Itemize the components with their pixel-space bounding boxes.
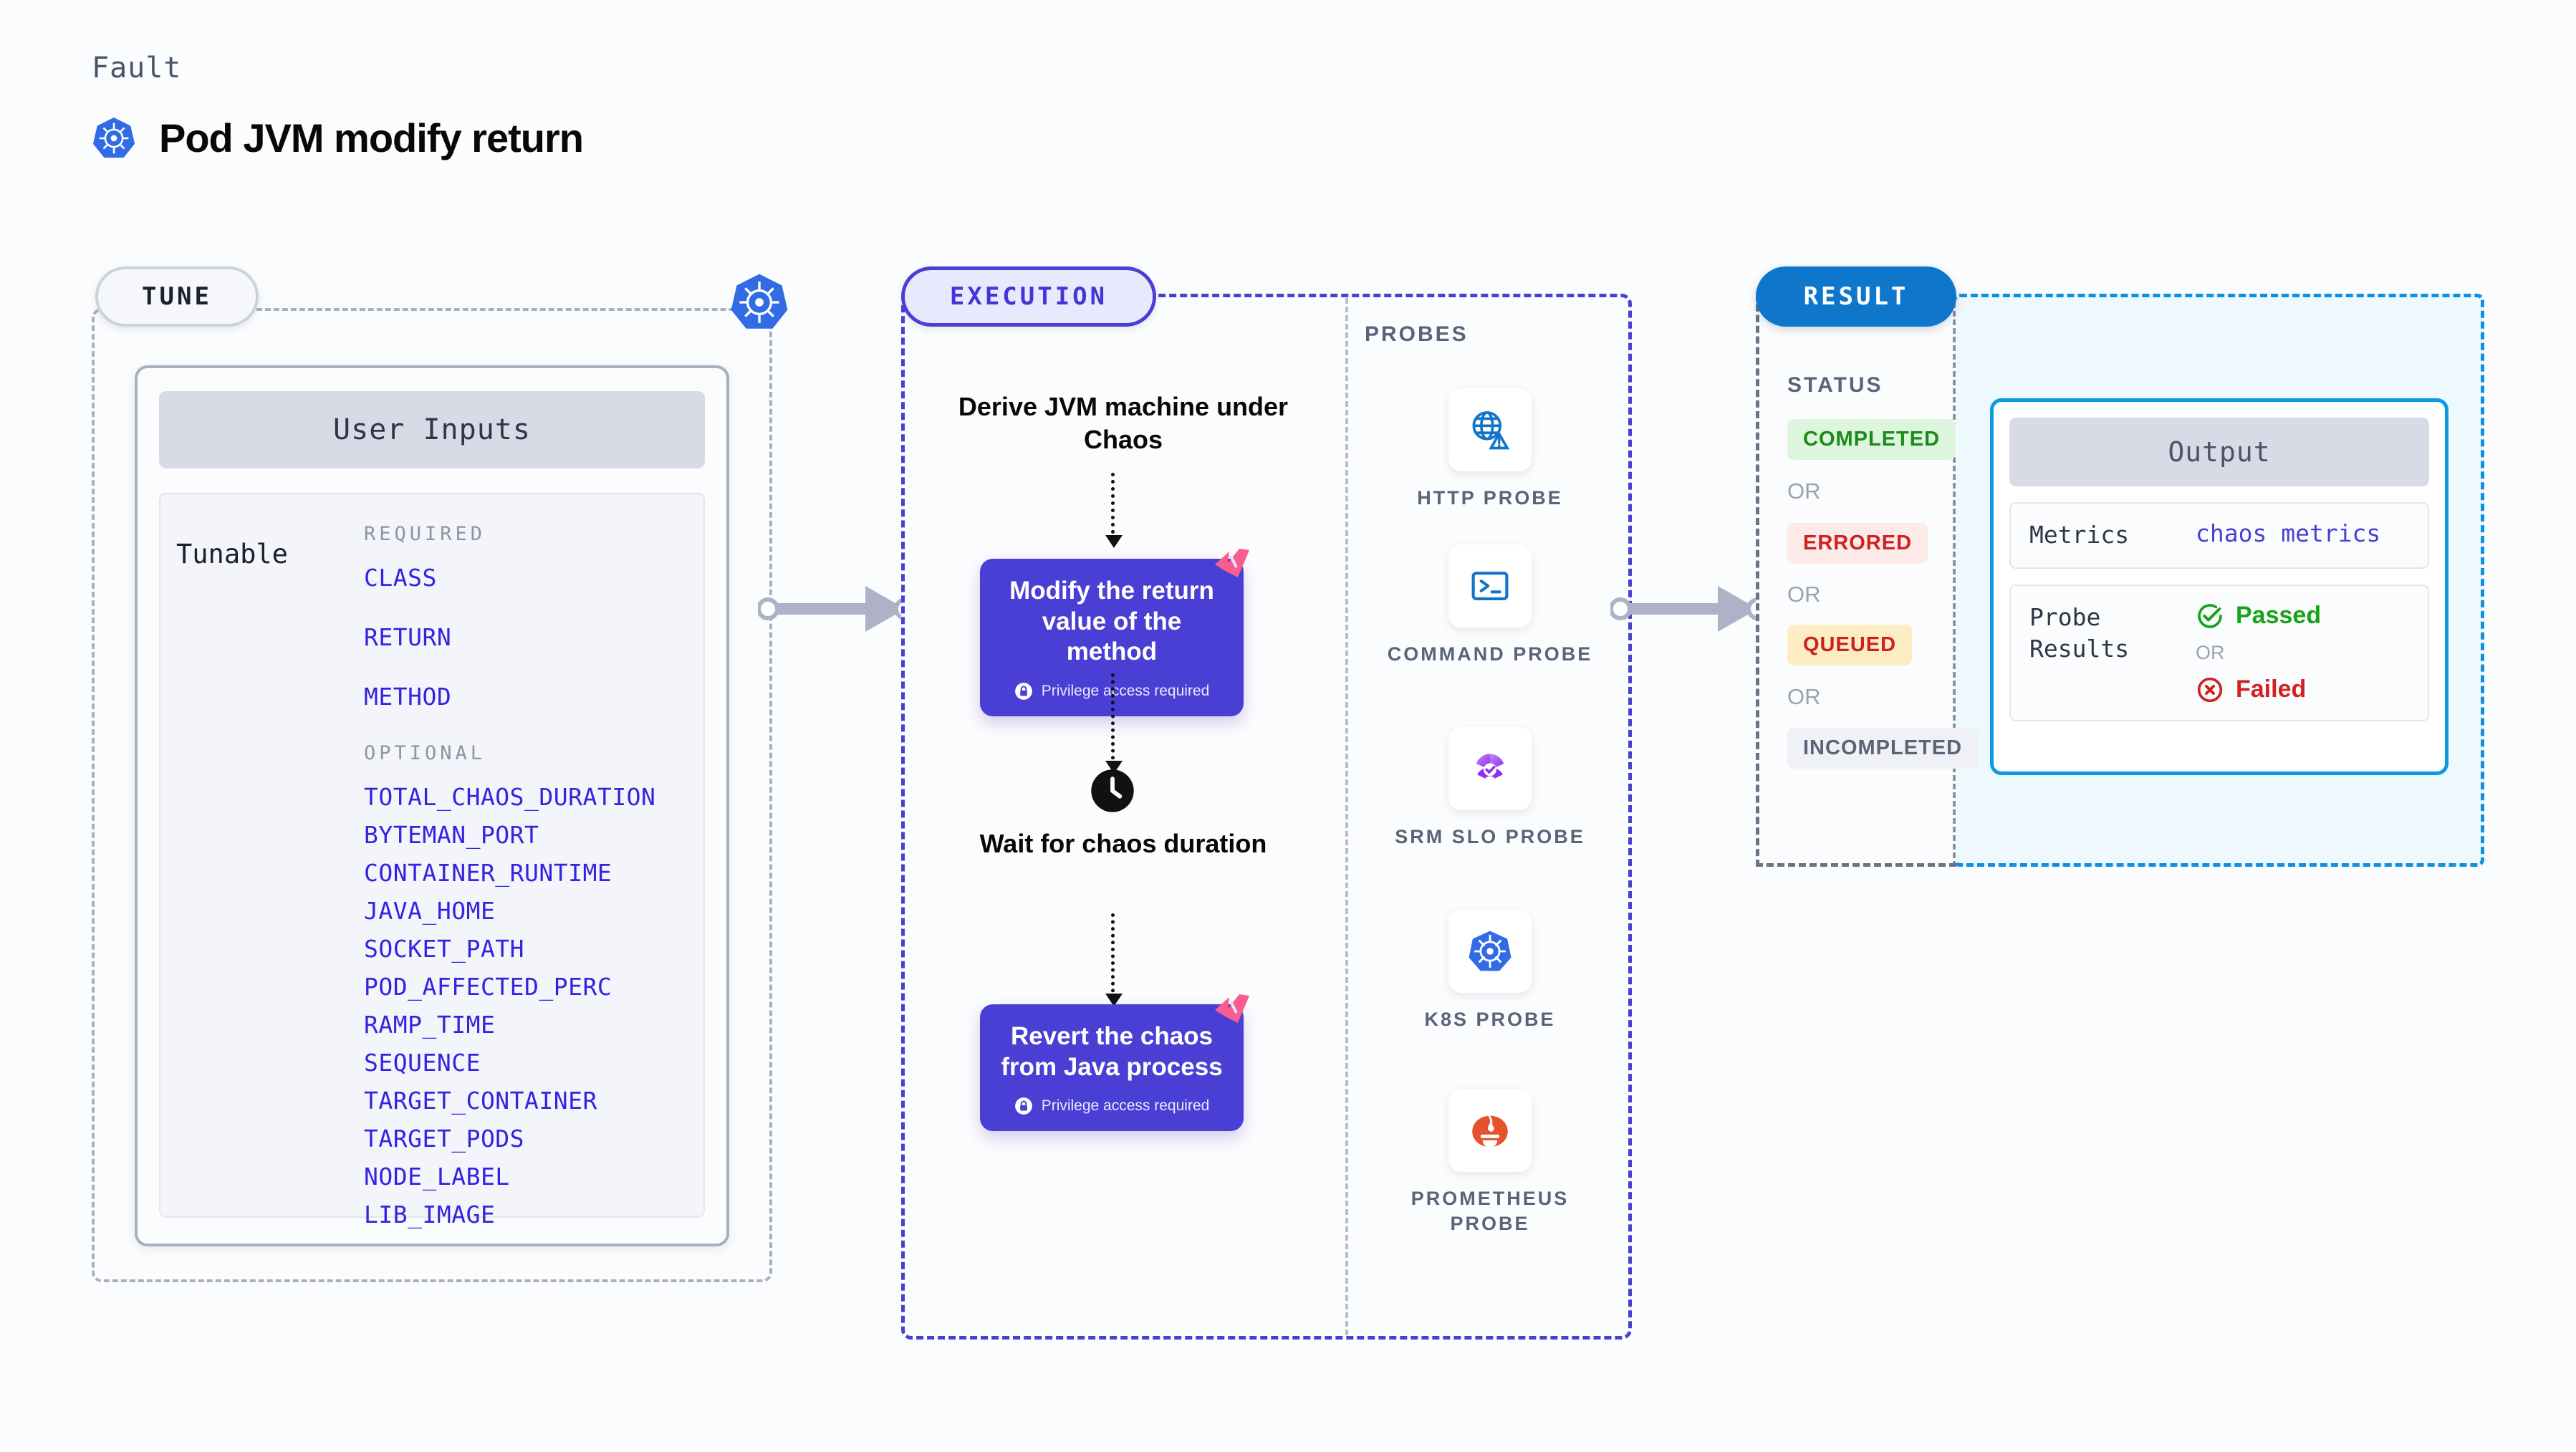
result-bottom-divider xyxy=(1756,863,1956,867)
privilege-text: Privilege access required xyxy=(1041,683,1210,700)
param-ramp-time[interactable]: RAMP_TIME xyxy=(364,1011,496,1039)
parameter-list: REQUIRED CLASS RETURN METHOD OPTIONAL TO… xyxy=(364,523,696,1229)
output-card: Output Metrics chaos metrics Probe Resul… xyxy=(1990,398,2448,775)
status-badge-errored: ERRORED xyxy=(1787,523,1928,564)
output-metrics-value[interactable]: chaos metrics xyxy=(2196,519,2381,547)
probe-name: COMMAND PROBE xyxy=(1387,643,1593,665)
page-title-row: Pod JVM modify return xyxy=(92,115,584,161)
probe-result-values: Passed OR Failed xyxy=(2196,602,2321,704)
param-container-runtime[interactable]: CONTAINER_RUNTIME xyxy=(364,859,612,887)
probe-tile xyxy=(1448,727,1532,810)
param-sequence[interactable]: SEQUENCE xyxy=(364,1049,481,1077)
probe-http[interactable]: HTTP PROBE xyxy=(1383,388,1597,511)
status-label: STATUS xyxy=(1787,373,1883,397)
page-title: Pod JVM modify return xyxy=(159,115,584,160)
probe-tile xyxy=(1448,544,1532,628)
optional-params: TOTAL_CHAOS_DURATION BYTEMAN_PORT CONTAI… xyxy=(364,783,696,1229)
param-class[interactable]: CLASS xyxy=(364,564,437,592)
failed-label: Failed xyxy=(2236,675,2307,703)
probe-command[interactable]: COMMAND PROBE xyxy=(1383,544,1597,667)
required-header: REQUIRED xyxy=(364,523,486,545)
probe-result-failed: Failed xyxy=(2196,675,2321,704)
output-metrics-row: Metrics chaos metrics xyxy=(2009,502,2429,569)
connector-tune-to-execution xyxy=(758,586,917,632)
result-pill[interactable]: RESULT xyxy=(1756,266,1956,327)
flow-arrow-1 xyxy=(1105,473,1123,548)
tune-pill[interactable]: TUNE xyxy=(95,266,259,327)
globe-warning-icon xyxy=(1472,411,1510,450)
param-total-chaos-duration[interactable]: TOTAL_CHAOS_DURATION xyxy=(364,783,656,811)
kubernetes-icon xyxy=(731,274,788,329)
execution-card-revert[interactable]: Revert the chaos from Java process Privi… xyxy=(980,994,1249,1132)
param-method[interactable]: METHOD xyxy=(364,683,452,711)
execution-card-title: Modify the return value of the method xyxy=(1009,577,1214,666)
param-node-label[interactable]: NODE_LABEL xyxy=(364,1163,510,1191)
or-separator: OR xyxy=(1787,479,1821,504)
execution-card-title: Revert the chaos from Java process xyxy=(1001,1022,1223,1081)
required-params: CLASS RETURN METHOD xyxy=(364,564,696,711)
execution-pill[interactable]: EXECUTION xyxy=(901,266,1156,327)
lock-icon xyxy=(1014,1097,1032,1115)
status-badge-incompleted: INCOMPLETED xyxy=(1787,728,1979,769)
clock-icon xyxy=(1091,769,1134,812)
output-probe-results-row: Probe Results Passed OR Failed xyxy=(2009,584,2429,721)
probe-srm-slo[interactable]: SRM SLO PROBE xyxy=(1383,727,1597,850)
tunable-body: Tunable REQUIRED CLASS RETURN METHOD OPT… xyxy=(159,493,705,1229)
or-separator: OR xyxy=(2196,641,2225,663)
param-target-pods[interactable]: TARGET_PODS xyxy=(364,1125,525,1153)
param-pod-affected-perc[interactable]: POD_AFFECTED_PERC xyxy=(364,973,612,1001)
probes-divider xyxy=(1345,298,1348,1335)
output-metrics-label: Metrics xyxy=(2029,521,2130,549)
probe-tile xyxy=(1448,910,1532,993)
or-separator: OR xyxy=(1787,684,1821,709)
litmus-mark-icon xyxy=(1215,549,1249,577)
probe-tile xyxy=(1448,1089,1532,1172)
param-return[interactable]: RETURN xyxy=(364,623,452,651)
probe-k8s[interactable]: K8S PROBE xyxy=(1383,910,1597,1032)
user-inputs-title: User Inputs xyxy=(159,391,705,468)
status-badge-completed: COMPLETED xyxy=(1787,419,1956,460)
probe-prometheus[interactable]: PROMETHEUS PROBE xyxy=(1383,1089,1597,1236)
probe-name: SRM SLO PROBE xyxy=(1395,826,1585,847)
probes-label: PROBES xyxy=(1365,322,1469,346)
probe-tile xyxy=(1448,388,1532,471)
or-separator: OR xyxy=(1787,582,1821,607)
result-status-panel xyxy=(1756,294,1956,867)
fault-kicker: Fault xyxy=(92,52,182,85)
step-wait-duration: Wait for chaos duration xyxy=(979,829,1267,858)
lock-icon xyxy=(1014,683,1032,700)
kubernetes-icon xyxy=(1469,931,1512,971)
privilege-text: Privilege access required xyxy=(1041,1097,1210,1115)
step-derive-jvm: Derive JVM machine under Chaos xyxy=(958,392,1289,455)
user-inputs-card: User Inputs Tunable REQUIRED CLASS RETUR… xyxy=(135,365,729,1246)
output-probe-label: Probe Results xyxy=(2029,602,2130,663)
x-circle-icon xyxy=(2197,677,2223,702)
litmus-mark-icon xyxy=(1215,994,1249,1023)
flow-arrow-3 xyxy=(1105,913,1123,1006)
tunable-label: Tunable xyxy=(176,539,288,569)
passed-label: Passed xyxy=(2236,602,2322,630)
prometheus-icon xyxy=(1472,1115,1508,1148)
connector-execution-to-result xyxy=(1610,586,1769,632)
privilege-row: Privilege access required xyxy=(996,682,1228,701)
status-badge-queued: QUEUED xyxy=(1787,625,1913,665)
param-socket-path[interactable]: SOCKET_PATH xyxy=(364,935,525,963)
kubernetes-icon xyxy=(92,117,135,158)
flow-arrow-2 xyxy=(1105,673,1123,774)
param-target-container[interactable]: TARGET_CONTAINER xyxy=(364,1087,597,1115)
param-byteman-port[interactable]: BYTEMAN_PORT xyxy=(364,821,539,849)
param-lib-image[interactable]: LIB_IMAGE xyxy=(364,1201,496,1229)
srm-slo-icon xyxy=(1476,754,1504,779)
terminal-icon xyxy=(1471,572,1509,600)
privilege-row: Privilege access required xyxy=(996,1097,1228,1115)
param-java-home[interactable]: JAVA_HOME xyxy=(364,897,496,925)
probe-name: PROMETHEUS PROBE xyxy=(1410,1188,1570,1235)
check-circle-icon xyxy=(2198,603,2222,628)
output-title: Output xyxy=(2009,418,2429,486)
optional-header: OPTIONAL xyxy=(364,742,486,764)
probe-name: HTTP PROBE xyxy=(1417,487,1563,509)
probe-name: K8S PROBE xyxy=(1424,1009,1556,1030)
result-inner-divider xyxy=(1953,294,1956,867)
probe-result-passed: Passed xyxy=(2196,602,2321,630)
